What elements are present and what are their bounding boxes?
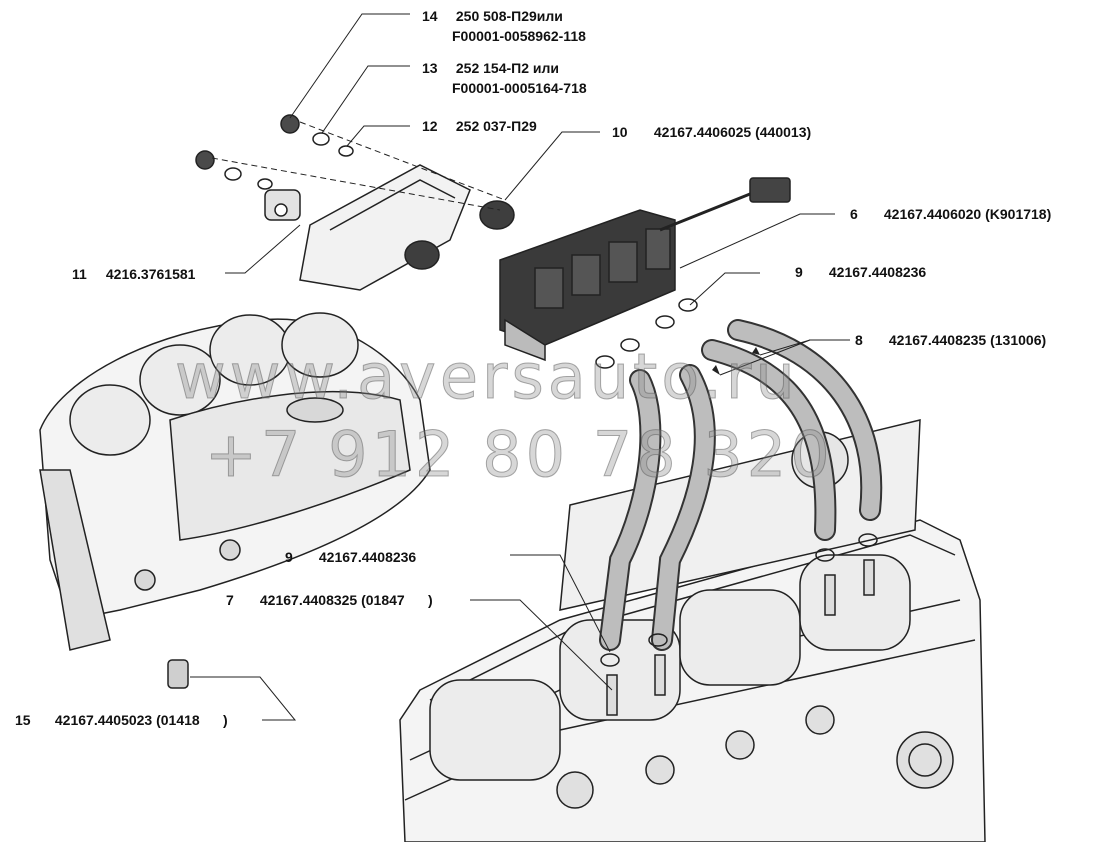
callout-9-mid: 9 42167.4408236 [285, 547, 416, 567]
callout-9-top: 9 42167.4408236 [795, 262, 926, 282]
callout-8-part: 42167.4408235 (131006) [888, 332, 1047, 348]
watermark-site: www.aversauto.ru [175, 340, 799, 414]
leader-7 [470, 599, 613, 691]
callout-14: 14 250 508-П29или F00001-0058962-118 [422, 6, 586, 46]
callout-6-part: 42167.4406020 (K901718) [883, 206, 1052, 222]
callout-13-alt: F00001-0005164-718 [452, 80, 587, 96]
leader-14 [289, 13, 410, 119]
callout-10-part: 42167.4406025 (440013) [653, 124, 812, 140]
callout-7-part: 42167.4408325 (01847 ) [259, 592, 433, 608]
arrow-8a [712, 365, 720, 375]
hose-clamps-9 [595, 298, 878, 667]
callout-12-part: 252 037-П29 [455, 118, 537, 134]
injector-rail-6 [499, 177, 791, 362]
gas-hoses [599, 319, 883, 651]
leader-9-top [689, 272, 760, 306]
callout-10: 10 42167.4406025 (440013) [612, 122, 811, 142]
callout-11-number: 11 [72, 266, 87, 282]
watermark-phone: +7 912 80 78 320 [205, 418, 834, 492]
callout-11: 11 4216.3761581 [72, 264, 195, 284]
callout-6: 6 42167.4406020 (K901718) [850, 204, 1051, 224]
callout-14-alt: F00001-0058962-118 [452, 28, 586, 44]
engine-cylinder-head [399, 419, 986, 842]
fasteners [195, 114, 506, 211]
callout-7: 7 42167.4408325 (01847 ) [226, 590, 433, 610]
leader-6 [679, 213, 835, 269]
callout-8: 8 42167.4408235 (131006) [855, 330, 1046, 350]
leader-11 [225, 224, 301, 274]
leader-10 [504, 131, 600, 201]
callout-6-number: 6 [850, 206, 858, 222]
callout-15-number: 15 [15, 712, 31, 728]
leader-12 [346, 125, 410, 147]
callout-9-top-part: 42167.4408236 [828, 264, 927, 280]
callout-9-mid-part: 42167.4408236 [318, 549, 417, 565]
callout-13: 13 252 154-П2 или F00001-0005164-718 [422, 58, 587, 98]
callout-15: 15 42167.4405023 (01418 ) [15, 710, 228, 730]
leader-9-mid [510, 554, 611, 653]
fittings-7 [606, 559, 875, 716]
leader-13 [321, 65, 410, 134]
callout-9-top-number: 9 [795, 264, 803, 280]
callout-12: 12 252 037-П29 [422, 116, 537, 136]
callout-13-number: 13 [422, 60, 438, 76]
callout-14-number: 14 [422, 8, 438, 24]
callout-13-part: 252 154-П2 или [455, 60, 560, 76]
callout-8-number: 8 [855, 332, 863, 348]
callout-12-number: 12 [422, 118, 438, 134]
bracket-11 [264, 164, 471, 291]
leader-lines [190, 13, 850, 721]
arrow-8b [752, 347, 760, 355]
callout-11-part: 4216.3761581 [105, 266, 196, 282]
check-valve-15 [167, 659, 189, 689]
callout-7-number: 7 [226, 592, 234, 608]
callout-9-mid-number: 9 [285, 549, 293, 565]
leader-8 [719, 339, 850, 376]
callout-10-number: 10 [612, 124, 628, 140]
callout-15-part: 42167.4405023 (01418 ) [54, 712, 228, 728]
callout-14-part: 250 508-П29или [455, 8, 563, 24]
intake-manifold [39, 312, 431, 651]
leader-15 [190, 676, 297, 721]
